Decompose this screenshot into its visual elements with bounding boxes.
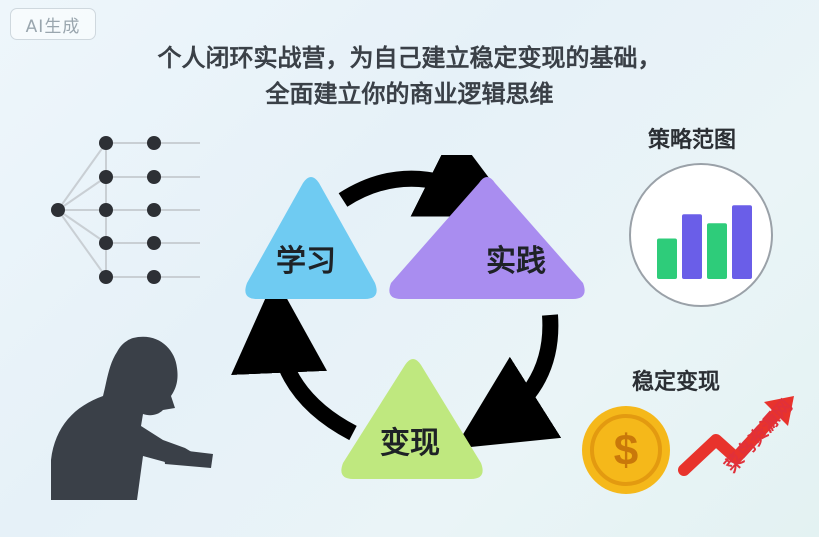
node-practice-label: 实践 <box>486 244 546 279</box>
chart-bar <box>682 214 702 279</box>
headline-line-2: 全面建立你的商业逻辑思维 <box>265 80 554 108</box>
node-learn-label: 学习 <box>276 244 336 279</box>
chart-bar <box>732 205 752 279</box>
headline-line-1: 个人闭环实战营，为自己建立稳定变现的基础， <box>157 44 662 72</box>
coin-symbol: $ <box>614 426 638 475</box>
chart-bar <box>707 223 727 279</box>
dollar-coin-icon: $ <box>582 406 670 494</box>
tree-diagram-icon <box>51 136 200 284</box>
bar-chart-icon <box>629 163 773 307</box>
monetize-title: 稳定变现 <box>632 370 721 395</box>
strategy-title: 策略范图 <box>648 128 737 153</box>
chart-bar <box>657 238 677 279</box>
trend-up-arrow-icon <box>678 396 794 476</box>
arrow-practice-to-monetize <box>454 314 562 449</box>
headline: 个人闭环实战营，为自己建立稳定变现的基础， 全面建立你的商业逻辑思维 <box>0 40 819 112</box>
arrow-learn-to-practice <box>338 155 518 217</box>
node-monetize-label: 变现 <box>380 426 440 461</box>
node-learn-triangle <box>245 177 377 299</box>
ai-generated-badge: AI生成 <box>10 8 96 40</box>
node-practice-triangle <box>389 177 585 299</box>
reader-silhouette-icon <box>51 336 213 500</box>
arrow-monetize-to-learn <box>231 277 357 441</box>
cycle-diagram <box>231 155 585 479</box>
node-monetize-triangle <box>341 359 483 479</box>
